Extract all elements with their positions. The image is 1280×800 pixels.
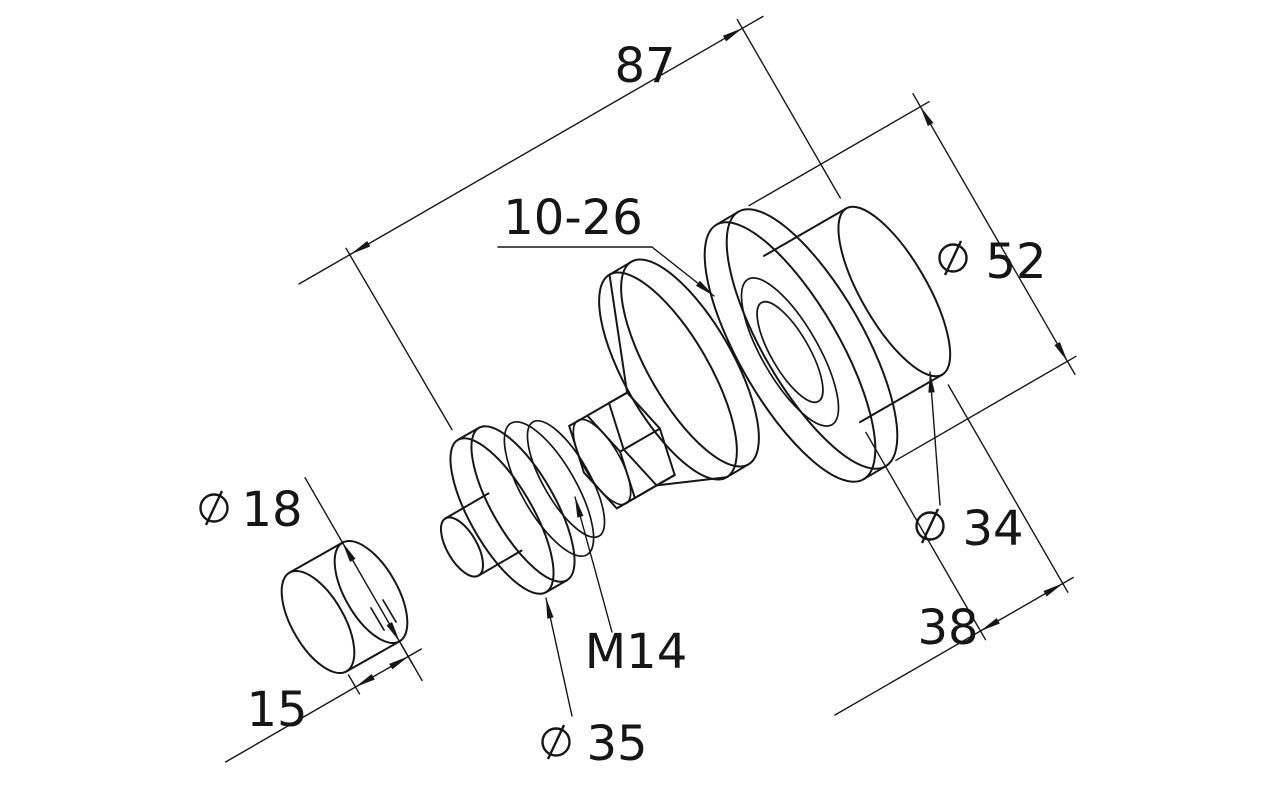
dimension-87: 87 [298, 15, 841, 431]
dim-38-label: 38 [917, 600, 978, 656]
silhouette-line [859, 373, 944, 424]
cone-silhouette-line [608, 273, 629, 394]
dimension-line-tail [224, 686, 357, 763]
dimension-line-tail [1066, 360, 1076, 375]
dim-15-label: 15 [246, 682, 307, 738]
extension-line [736, 18, 841, 199]
dimension-18: 18 [199, 477, 423, 682]
diameter-icon [938, 240, 968, 276]
hex-nut [568, 391, 676, 510]
washer-stack [449, 419, 606, 595]
dim-18-label: 18 [241, 482, 302, 538]
silhouette-line [457, 426, 480, 441]
leader-line [651, 246, 715, 297]
nut-front-hexagon [568, 414, 637, 510]
diameter-icon [915, 508, 945, 544]
silhouette-line [477, 549, 523, 577]
dimension-line-tail [834, 630, 982, 716]
dimension-m14: M14 [574, 496, 688, 680]
flange-back-face [725, 208, 899, 470]
leader-line [574, 496, 613, 633]
silhouette-line [862, 465, 887, 481]
flange-counterbore [740, 277, 840, 427]
silhouette-line [444, 492, 490, 520]
leader-line [545, 597, 573, 717]
dim-34-label: 34 [962, 501, 1023, 557]
dim-m14-label: M14 [585, 624, 688, 680]
head-front-face [598, 271, 738, 481]
dimension-line [979, 582, 1064, 632]
silhouette-line [763, 207, 848, 257]
dimension-line-tail [298, 253, 352, 285]
diameter-icon [541, 724, 571, 760]
nut-edge [619, 427, 661, 453]
silhouette-line [608, 260, 633, 276]
extension-line [947, 384, 1069, 593]
dimension-line [341, 541, 401, 643]
silhouette-line [725, 463, 750, 479]
dimension-34: 34 [915, 371, 1024, 557]
spring-washer [503, 420, 595, 558]
nut-edge [586, 391, 629, 417]
extension-line [895, 355, 1077, 461]
dimension-line [354, 655, 410, 688]
body-cylinder [763, 205, 952, 424]
extension-line [345, 247, 453, 431]
cap-slot-line [382, 599, 397, 623]
end-cap-cylinder [280, 539, 409, 675]
diameter-icon [199, 490, 229, 526]
dim-52-label: 52 [985, 234, 1046, 290]
extension-line [748, 100, 930, 207]
extension-line [347, 674, 361, 695]
dimension-line-tail [912, 92, 922, 108]
flange-bore-hole [756, 300, 824, 404]
dimension-line-tail [741, 15, 764, 29]
dimension-line-tail [1062, 576, 1074, 585]
dimension-10-26: 10-26 [497, 190, 715, 297]
dimension-line-tail [407, 648, 422, 658]
dimension-38: 38 [834, 384, 1074, 716]
cap-front-face [280, 569, 356, 675]
silhouette-line [288, 541, 344, 574]
flange-front-face [703, 221, 877, 483]
dimension-35: 35 [541, 597, 648, 772]
dimension-line-tail [304, 477, 344, 544]
leader-line [928, 371, 941, 506]
extension-line [865, 431, 987, 641]
dimension-line [919, 105, 1069, 362]
spring-washer-inner [526, 419, 606, 539]
dimension-line-tail [398, 640, 423, 682]
dim-10-26-label: 10-26 [503, 190, 642, 246]
countersunk-head [598, 258, 760, 487]
dimension-line [350, 27, 743, 255]
dimension-15: 15 [224, 644, 422, 763]
dim-35-label: 35 [586, 716, 647, 772]
nut-chamfer-circle [572, 418, 632, 506]
dim-87-label: 87 [614, 38, 675, 94]
threaded-stud [440, 492, 523, 578]
silhouette-line [545, 579, 568, 594]
dimension-52: 52 [748, 92, 1077, 461]
cone-silhouette-line [655, 476, 728, 487]
